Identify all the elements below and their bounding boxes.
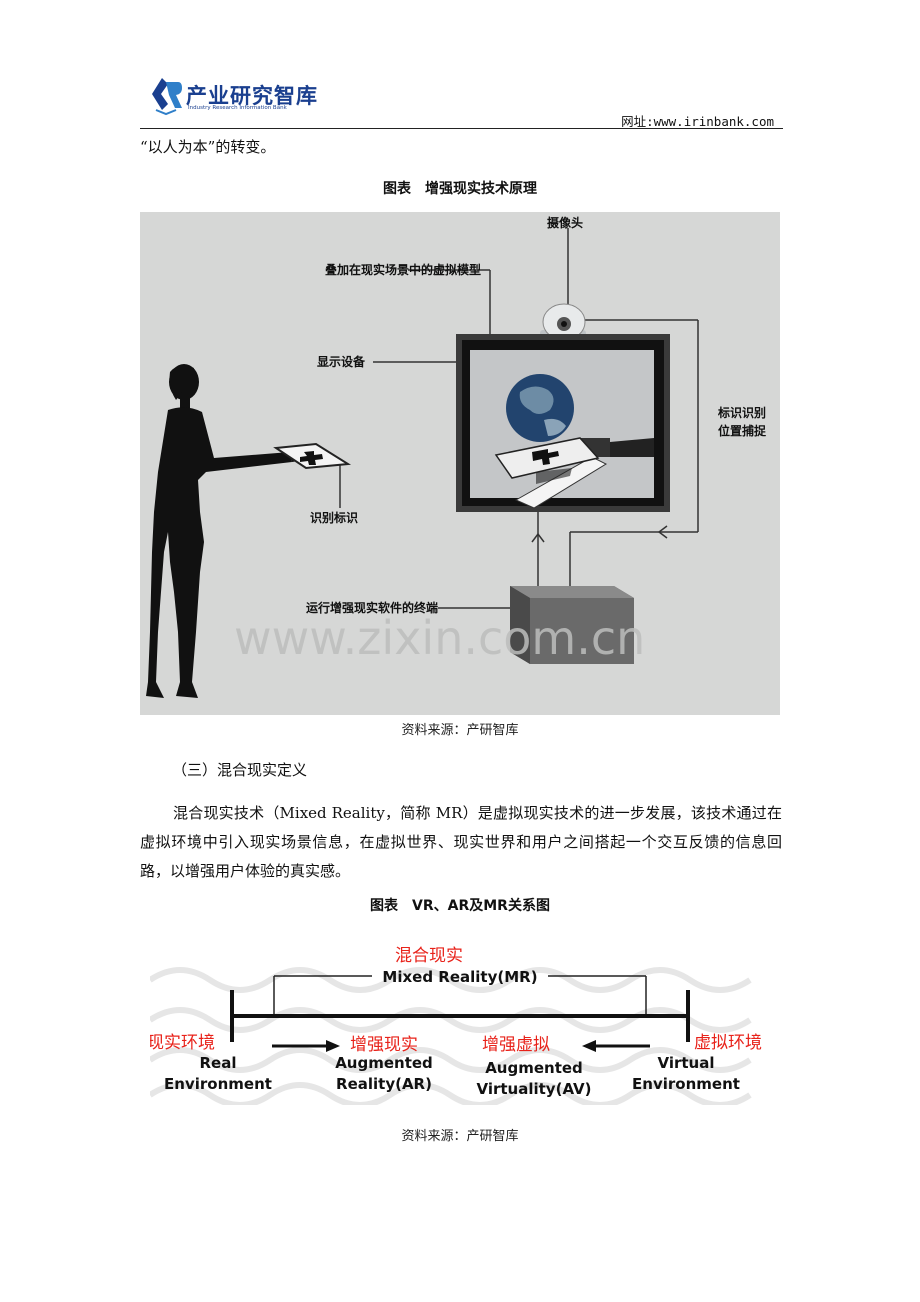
- real-cn-label: 现实环境: [150, 1033, 215, 1053]
- figure2-vr-ar-mr-diagram: 混合现实 现实环境 增强现实 增强虚拟 虚拟环境 Mixed Reality(M…: [150, 940, 780, 1105]
- terminal-box: [510, 586, 634, 664]
- av-cn-label: 增强虚拟: [482, 1035, 550, 1055]
- mr-definition-paragraph: 混合现实技术（Mixed Reality，简称 MR）是虚拟现实技术的进一步发展…: [140, 804, 782, 880]
- figure1-title: 图表 增强现实技术原理: [383, 181, 537, 197]
- mr-cn-label: 混合现实: [395, 946, 463, 966]
- real-en-label-1: Real: [200, 1054, 237, 1072]
- av-en-label-1: Augmented: [485, 1059, 583, 1077]
- label-display: 显示设备: [317, 354, 366, 369]
- header-divider: [140, 128, 783, 129]
- virtual-en-label-1: Virtual: [658, 1054, 715, 1072]
- label-camera: 摄像头: [547, 215, 583, 230]
- intro-text: “以人为本”的转变。: [140, 138, 276, 156]
- label-tracking-1: 标识识别: [717, 405, 766, 420]
- arrow-right-icon: [272, 1040, 340, 1052]
- ar-en-label-1: Augmented: [335, 1054, 433, 1072]
- label-tracking-2: 位置捕捉: [718, 423, 767, 438]
- label-terminal: 运行增强现实软件的终端: [306, 600, 438, 615]
- label-marker: 识别标识: [310, 510, 358, 525]
- logo-wordmark: 产业研究智库: [186, 84, 318, 108]
- logo-mark-icon: [152, 78, 182, 116]
- figure1-connector-lines: [339, 228, 699, 609]
- figure1-ar-principle: 摄像头 叠加在现实场景中的虚拟模型 显示设备 标识识别 位置捕捉 识别标识 运行…: [140, 212, 780, 715]
- section-heading: （三）混合现实定义: [172, 761, 308, 779]
- av-en-label-2: Virtuality(AV): [477, 1080, 592, 1098]
- virtual-cn-label: 虚拟环境: [694, 1033, 762, 1053]
- display-monitor: [456, 334, 670, 512]
- mr-bracket: [273, 975, 647, 1016]
- site-logo: 产业研究智库 Industry Research Information Ban…: [148, 74, 317, 120]
- logo-tagline: Industry Research Information Bank: [188, 105, 287, 111]
- arrow-up-icon: [531, 532, 545, 543]
- figure2-title: 图表 VR、AR及MR关系图: [370, 898, 550, 914]
- decorative-pattern: [150, 967, 752, 1105]
- marker-card-icon: [273, 442, 352, 470]
- mr-en-label: Mixed Reality(MR): [382, 968, 537, 986]
- real-en-label-2: Environment: [164, 1075, 272, 1093]
- arrow-left-icon: [582, 1040, 650, 1052]
- label-virtual-model: 叠加在现实场景中的虚拟模型: [325, 262, 481, 277]
- watermark-text: www.zixin.com.cn: [234, 611, 645, 665]
- arrow-left-icon: [657, 525, 668, 539]
- ar-cn-label: 增强现实: [350, 1035, 418, 1055]
- figure1-source: 资料来源：产研智库: [401, 723, 519, 738]
- virtual-en-label-2: Environment: [632, 1075, 740, 1093]
- figure2-source: 资料来源：产研智库: [401, 1129, 519, 1144]
- site-url: 网址:www.irinbank.com: [621, 114, 774, 129]
- ar-en-label-2: Reality(AR): [336, 1075, 432, 1093]
